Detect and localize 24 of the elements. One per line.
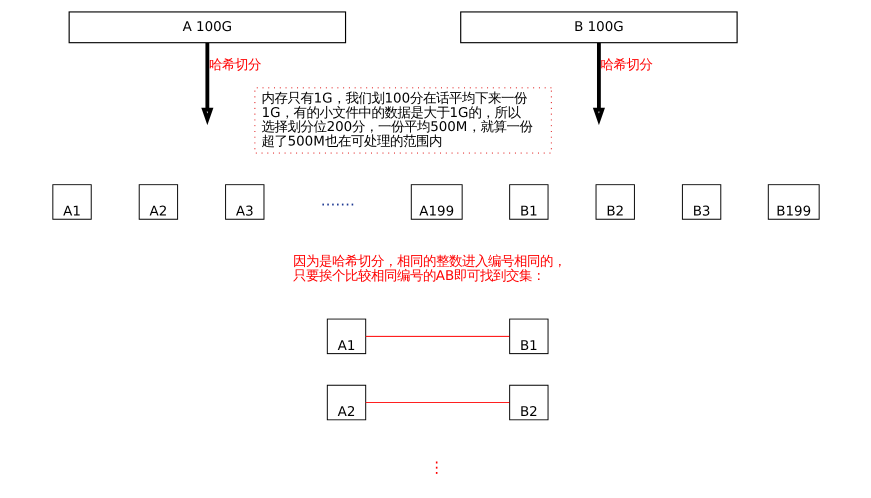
node-box: A3 [224, 184, 264, 220]
node-box: B2 [508, 384, 548, 420]
arrow [200, 42, 213, 126]
node-box: B1 [508, 318, 548, 354]
label: ⋮ [428, 458, 444, 476]
node-box: A2 [138, 184, 178, 220]
node-box: 内存只有1G，我们划100分在话平均下来一份1G，有的小文件中的数据是大于1G的，所以选择划分位200分，一份平均500M，就算一份超了500M也在可处理的范围内 [254, 87, 552, 154]
node-box: B1 [508, 184, 548, 220]
node-box: A 100G [68, 11, 346, 44]
node-box: A1 [326, 318, 366, 354]
node-box: B199 [767, 184, 820, 220]
edge-label: 哈希切分 [208, 58, 261, 73]
label: 因为是哈希切分，相同的整数进入编号相同的，只要挨个比较相同编号的AB即可找到交集： [292, 254, 566, 284]
node-box: A199 [410, 184, 462, 220]
node-box: A1 [52, 184, 92, 220]
connector [364, 336, 510, 337]
connector [364, 402, 510, 404]
arrow [592, 42, 604, 126]
node-box: B2 [595, 184, 634, 220]
node-box: B3 [681, 184, 721, 220]
node-box: B 100G [460, 11, 738, 44]
label: ....... [320, 192, 354, 210]
node-box: A2 [326, 384, 366, 420]
edge-label: 哈希切分 [600, 58, 652, 73]
